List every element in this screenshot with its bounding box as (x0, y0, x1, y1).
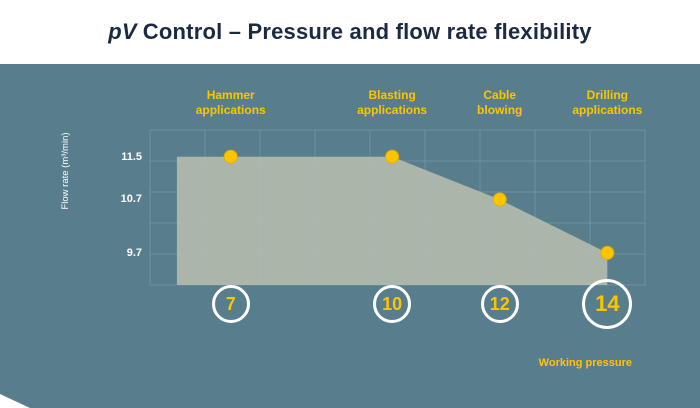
data-point-dot (600, 245, 615, 260)
page-title-italic-part: pV (108, 19, 137, 44)
data-point-dot (492, 192, 507, 207)
data-point-dot (385, 149, 400, 164)
flow-area (176, 156, 608, 285)
pressure-badge: 14 (582, 279, 633, 329)
pressure-badge: 7 (211, 285, 250, 323)
corner-decoration (0, 394, 30, 408)
pressure-badge: 10 (373, 285, 412, 323)
x-axis-label: Working pressure (538, 357, 632, 369)
pressure-badge: 12 (480, 285, 519, 323)
y-tick-label: 11.5 (121, 150, 142, 163)
y-tick-label: 10.7 (120, 193, 142, 206)
data-point-dot (223, 149, 238, 164)
y-axis-label: Flow rate (m³/min) (60, 132, 71, 210)
page-title-rest: Control – Pressure and flow rate flexibi… (142, 19, 592, 44)
y-tick-label: 9.7 (126, 246, 142, 259)
